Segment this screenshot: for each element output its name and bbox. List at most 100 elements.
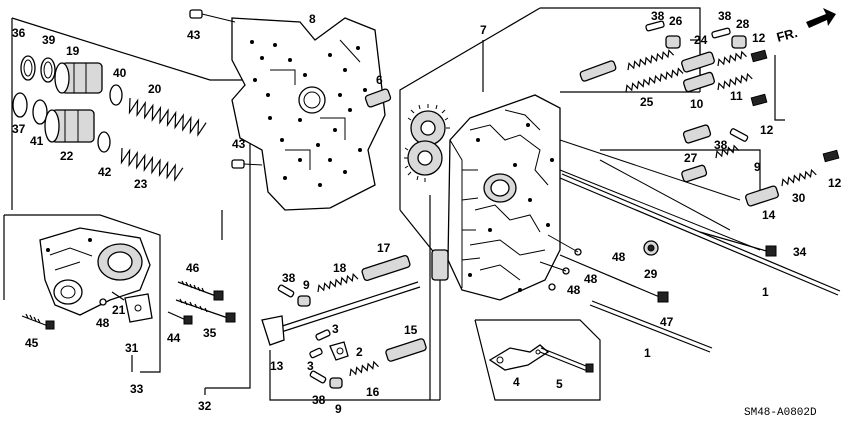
screw-21 [111,291,125,301]
plug-12-lower [822,149,840,163]
part-label-12: 12 [828,176,842,190]
diagram-code: SM48-A0802D [744,407,817,419]
part-label-10: 10 [690,97,704,111]
o-ring-41 [32,99,48,125]
bolt-47 [559,254,669,303]
valve-15 [385,338,427,362]
bolt-35 [175,298,236,323]
separator-plate [231,17,386,211]
part-label-2: 2 [356,345,363,359]
spring-30 [781,168,817,187]
part-label-9: 9 [335,402,342,416]
direction-label: FR. [775,25,799,45]
bolt-44 [167,311,193,325]
part-label-28: 28 [736,17,750,31]
part-label-9: 9 [303,278,310,292]
valve-24 [681,51,715,73]
plug-9-lower-left [297,295,311,307]
spring-long-upper [627,49,675,71]
part-label-43: 43 [187,28,201,42]
part-label-43: 43 [232,137,246,151]
valve-27 [682,124,712,144]
part-label-48: 48 [584,272,598,286]
o-ring-40 [109,84,123,106]
part-label-33: 33 [130,382,144,396]
part-label-24: 24 [694,33,708,47]
bolt-46 [177,280,224,301]
pin-3-lower [309,347,323,359]
part-label-39: 39 [42,33,56,47]
part-label-6: 6 [376,73,383,87]
part-label-14: 14 [762,208,776,222]
part-label-19: 19 [66,44,80,58]
part-label-36: 36 [12,26,26,40]
part-label-45: 45 [25,336,39,350]
part-label-18: 18 [333,261,347,275]
plug-12-middle [750,93,768,107]
valve-14 [745,185,779,207]
part-label-40: 40 [113,66,127,80]
valve-mid-small [681,164,708,183]
dowel-pin-43-left [231,159,263,169]
pin-38-top-right [711,27,731,39]
spring-20 [128,97,207,137]
pin-38-lower [309,370,327,384]
bolt-45 [21,313,55,330]
pin-3-upper [315,329,331,341]
part-label-38: 38 [282,271,296,285]
part-label-25: 25 [640,95,654,109]
o-ring-36 [20,55,36,81]
part-label-17: 17 [377,241,391,255]
bolt-34 [699,231,777,257]
valve-17 [361,255,411,281]
part-label-38: 38 [312,393,326,407]
part-label-48: 48 [567,283,581,297]
sleeve-22 [44,109,95,143]
part-label-44: 44 [167,331,181,345]
check-ball-48-left [99,298,107,306]
part-label-38: 38 [714,138,728,152]
part-label-4: 4 [513,375,520,389]
check-balls-48 [539,234,582,291]
part-label-38: 38 [651,9,665,23]
part-label-15: 15 [404,323,418,337]
long-bolt-1-upper [559,173,841,296]
cover-plate-31 [124,293,153,323]
pin-38-top-left [645,20,665,32]
spring-23 [120,147,184,182]
part-label-22: 22 [60,149,74,163]
pump-gears [404,104,450,182]
part-label-34: 34 [793,245,807,259]
shift-rod-13 [261,281,421,346]
group-outline-33 [3,214,161,373]
plug-9-lower [329,377,343,389]
shaft-5 [539,347,594,373]
group-outline-13 [269,350,440,401]
main-valve-body [431,94,561,301]
dowel-pin-6 [364,88,392,108]
part-label-13: 13 [270,359,284,373]
spring-upper-right [717,50,747,67]
group-outline-4 [474,319,601,401]
front-direction-arrow [806,8,836,28]
sleeve-19 [54,62,103,94]
lever-2 [329,341,349,361]
part-label-26: 26 [669,14,683,28]
accumulator-body [39,227,151,316]
part-label-37: 37 [12,122,26,136]
part-label-27: 27 [684,151,698,165]
part-label-31: 31 [125,341,139,355]
spring-mid [715,144,740,159]
part-label-11: 11 [730,89,743,103]
part-label-47: 47 [660,315,674,329]
spring-11 [717,72,753,91]
spring-16 [349,360,379,377]
part-label-48: 48 [612,250,626,264]
part-label-7: 7 [480,23,487,37]
part-label-3: 3 [307,359,314,373]
part-label-12: 12 [752,31,766,45]
part-label-38: 38 [718,9,732,23]
part-label-21: 21 [112,303,126,317]
part-label-48: 48 [96,316,110,330]
